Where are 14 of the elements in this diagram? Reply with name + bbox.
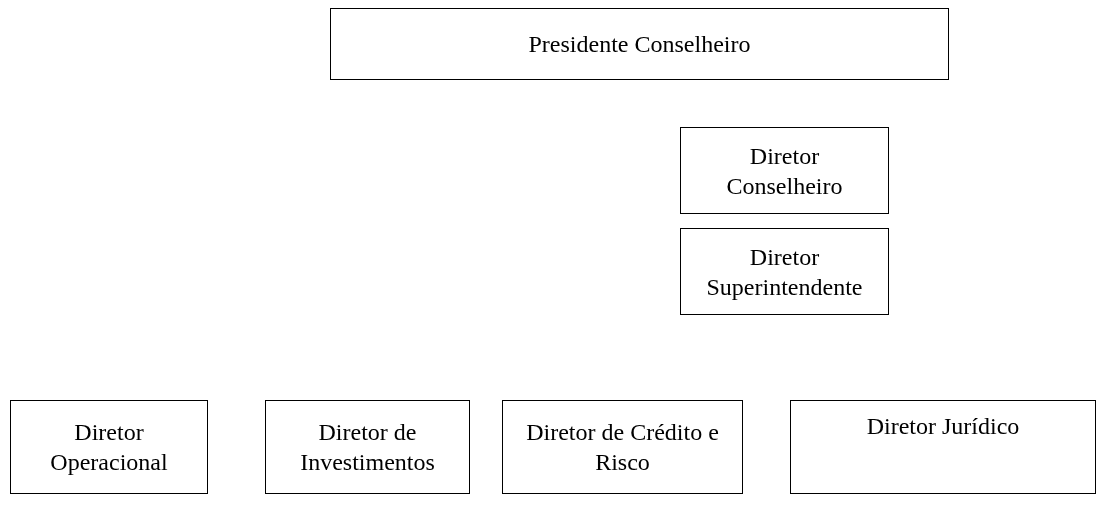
role-label: Presidente Conselheiro [528,30,751,59]
org-box [790,400,1096,494]
org-box [502,400,743,494]
org-box [680,127,889,214]
org-box [265,400,470,494]
role-label: Diretor de Investimentos [299,418,436,477]
role-label: Diretor Conselheiro [725,141,844,201]
org-box [330,8,949,80]
role-label: Diretor Jurídico [866,412,1020,441]
role-label: Diretor Operacional [49,418,169,477]
role-label: Diretor Superintendente [705,242,864,302]
org-box [680,228,889,315]
role-label: Diretor de Crédito e Risco [525,418,720,477]
org-box [10,400,208,494]
